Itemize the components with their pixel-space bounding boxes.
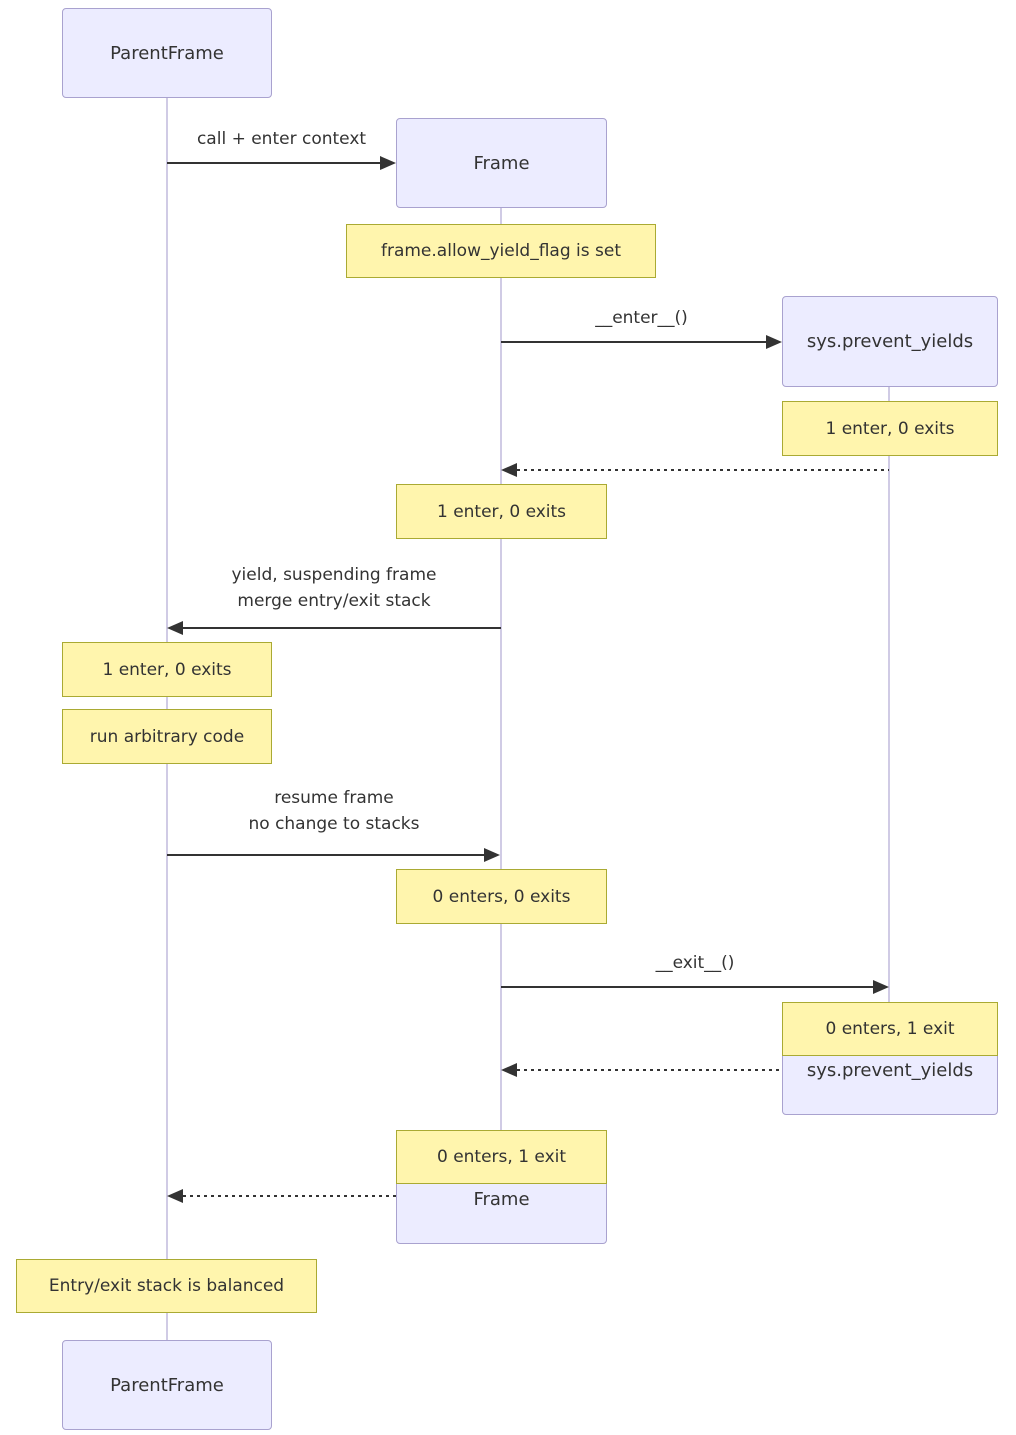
message-line-resume bbox=[167, 854, 484, 856]
message-line-exit-return bbox=[517, 1069, 782, 1071]
note-text: 1 enter, 0 exits bbox=[102, 659, 232, 680]
message-label-exit: __exit__() bbox=[655, 953, 735, 973]
arrowhead-right-icon bbox=[380, 156, 396, 170]
message-label-yield-suspend: yield, suspending frame merge entry/exit… bbox=[231, 565, 437, 611]
note-text: run arbitrary code bbox=[89, 726, 245, 747]
lifeline-frame bbox=[500, 208, 502, 1199]
message-line-enter bbox=[501, 341, 766, 343]
note-text: frame.allow_yield_flag is set bbox=[380, 241, 622, 261]
participant-frame-top: Frame bbox=[396, 118, 607, 208]
participant-sys-prevent-yields-top: sys.prevent_yields bbox=[782, 296, 998, 387]
note-frame-after-exit: 0 enters, 1 exit bbox=[396, 1130, 607, 1184]
arrowhead-left-icon bbox=[167, 1189, 183, 1203]
message-line-exit bbox=[501, 986, 873, 988]
arrowhead-right-icon bbox=[766, 335, 782, 349]
participant-parentframe-bottom: ParentFrame bbox=[62, 1340, 272, 1430]
note-stack-balanced: Entry/exit stack is balanced bbox=[16, 1259, 317, 1313]
message-label-resume: resume frame no change to stacks bbox=[248, 788, 420, 834]
note-run-arbitrary-code: run arbitrary code bbox=[62, 709, 272, 764]
message-line-call-enter-context bbox=[167, 162, 380, 164]
arrowhead-right-icon bbox=[873, 980, 889, 994]
note-text: Entry/exit stack is balanced bbox=[48, 1276, 285, 1296]
message-line-yield-suspend bbox=[183, 627, 501, 629]
lifeline-sys-prevent-yields bbox=[888, 386, 890, 1070]
message-label-enter: __enter__() bbox=[595, 308, 688, 328]
participant-label: Frame bbox=[473, 1188, 530, 1210]
arrowhead-left-icon bbox=[501, 463, 517, 477]
note-sys-after-exit: 0 enters, 1 exit bbox=[782, 1002, 998, 1056]
participant-label: sys.prevent_yields bbox=[806, 1059, 974, 1081]
participant-parentframe-top: ParentFrame bbox=[62, 8, 272, 98]
message-line-enter-return bbox=[517, 469, 889, 471]
note-text: 0 enters, 1 exit bbox=[436, 1147, 567, 1167]
note-parent-after-yield: 1 enter, 0 exits bbox=[62, 642, 272, 697]
note-text: 1 enter, 0 exits bbox=[436, 501, 567, 522]
arrowhead-right-icon bbox=[484, 848, 500, 862]
arrowhead-left-icon bbox=[501, 1063, 517, 1077]
note-frame-after-enter: 1 enter, 0 exits bbox=[396, 484, 607, 539]
note-text: 0 enters, 1 exit bbox=[825, 1019, 955, 1039]
note-sys-after-enter: 1 enter, 0 exits bbox=[782, 401, 998, 456]
participant-label: ParentFrame bbox=[110, 42, 224, 64]
note-allow-yield-flag: frame.allow_yield_flag is set bbox=[346, 224, 656, 278]
note-text: 0 enters, 0 exits bbox=[432, 886, 571, 907]
participant-label: sys.prevent_yields bbox=[806, 331, 974, 352]
message-label-call-enter-context: call + enter context bbox=[196, 129, 367, 149]
participant-label: Frame bbox=[473, 152, 530, 174]
participant-label: ParentFrame bbox=[110, 1374, 224, 1396]
note-text: 1 enter, 0 exits bbox=[825, 418, 955, 439]
note-frame-after-resume: 0 enters, 0 exits bbox=[396, 869, 607, 924]
arrowhead-left-icon bbox=[167, 621, 183, 635]
message-line-frame-return bbox=[183, 1195, 396, 1197]
